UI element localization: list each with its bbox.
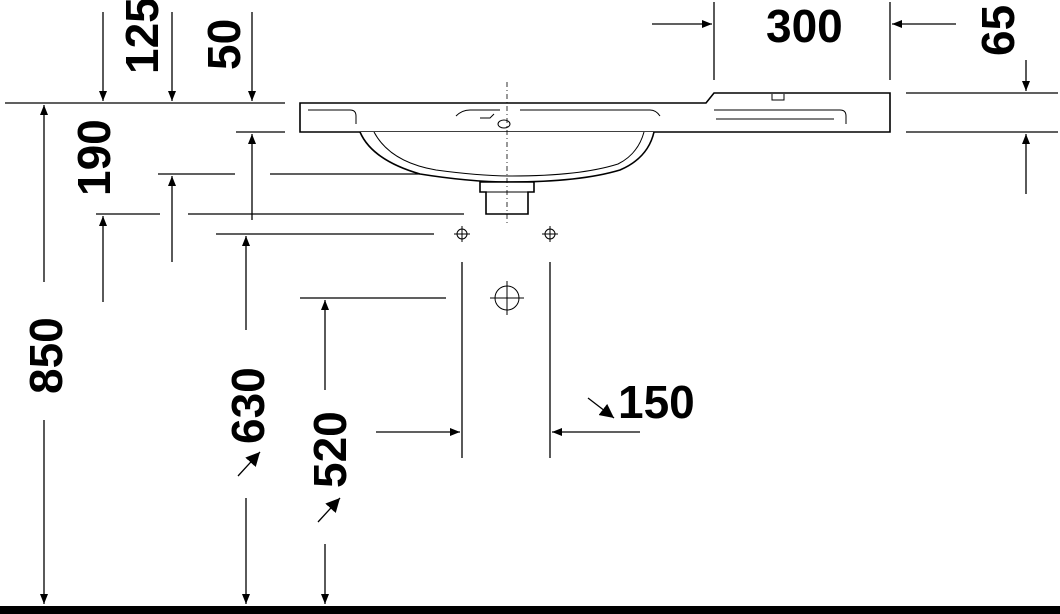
dim-125-label: 125 [116, 0, 168, 74]
supply-connection-left [454, 226, 470, 242]
dim-850-label: 850 [20, 317, 72, 394]
waste-connection [490, 281, 524, 315]
dim-190-label: 190 [68, 119, 120, 196]
dim-150-label: 150 [618, 376, 695, 428]
dim-65-label: 65 [972, 5, 1024, 56]
dim-520-label: 520 [304, 411, 356, 488]
supply-connection-right [542, 226, 558, 242]
washbasin-outline [299, 82, 891, 226]
floor-line [0, 606, 1060, 614]
dim-300-label: 300 [766, 0, 843, 52]
dim-630-label: 630 [222, 367, 274, 444]
dim-50-label: 50 [198, 19, 250, 70]
